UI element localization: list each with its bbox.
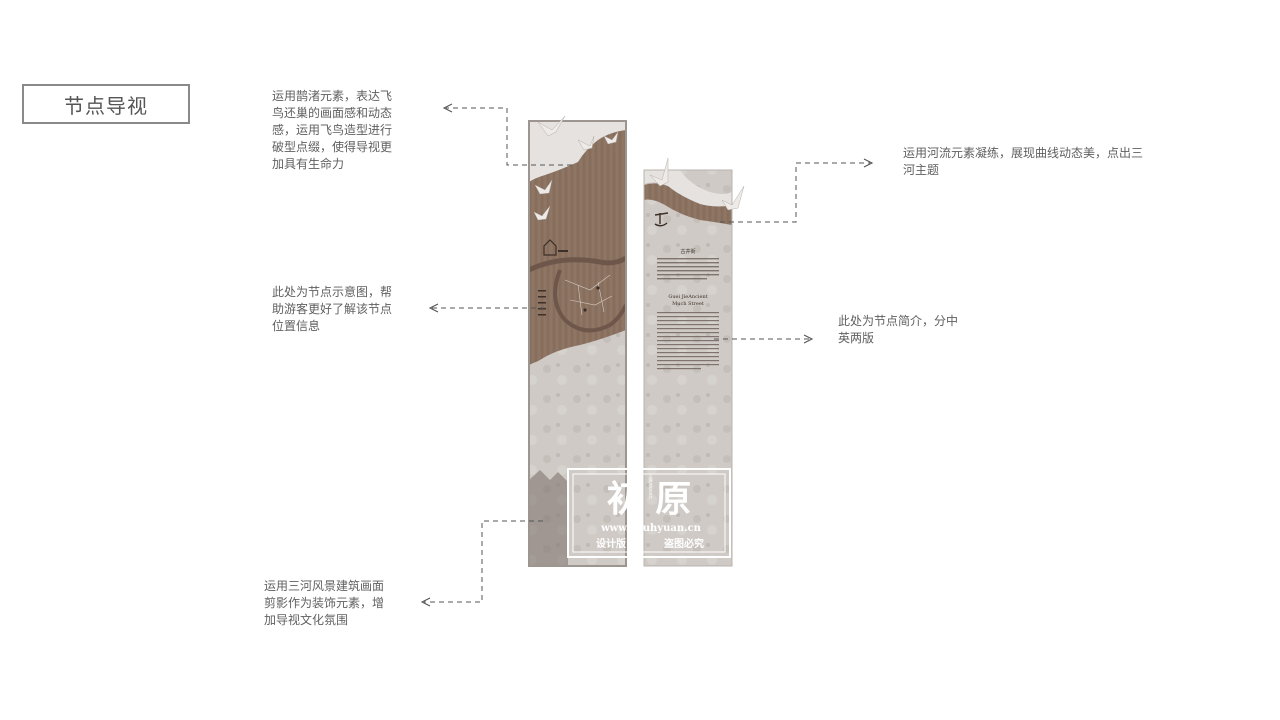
annotation-map: 此处为节点示意图，帮 助游客更好了解该节点 位置信息 [272, 285, 393, 333]
arrow-icon [863, 158, 874, 168]
arrow-icon [428, 303, 439, 313]
watermark-right: 盗图必究 [664, 537, 704, 550]
leader-river [720, 162, 870, 223]
leader-architecture [424, 520, 543, 603]
left-sign-panel [529, 121, 626, 566]
arrow-icon [442, 103, 453, 113]
watermark-left: 设计版 [596, 537, 626, 550]
watermark: 初 原 品牌视觉设计 www.chuhyuan.cn 设计版 盗图必究 [567, 468, 731, 558]
arrow-icon [420, 597, 431, 607]
annotation-birds: 运用鹊渚元素，表达飞 鸟还巢的画面感和动态 感，运用飞鸟造型进行 破型点缀，使得… [272, 89, 393, 171]
annotation-intro: 此处为节点简介，分中 英两版 [838, 314, 959, 345]
arrow-icon [803, 334, 814, 344]
bird-icon [649, 157, 745, 211]
leader-birds [446, 107, 572, 166]
watermark-brand: 初 原 [607, 478, 692, 520]
annotation-architecture: 运用三河风景建筑画面 剪影作为装饰元素，增 加导视文化氛围 [264, 579, 385, 627]
sign-heading: 古井街 [680, 248, 695, 255]
watermark-vertical: 品牌视觉设计 [649, 475, 654, 500]
bird-icon [533, 115, 619, 221]
watermark-url: www.chuhyuan.cn [600, 523, 702, 534]
page-title: 节点导视 [22, 84, 190, 124]
annotation-river: 运用河流元素凝练，展现曲线动态美，点出三 河主题 [903, 146, 1144, 177]
